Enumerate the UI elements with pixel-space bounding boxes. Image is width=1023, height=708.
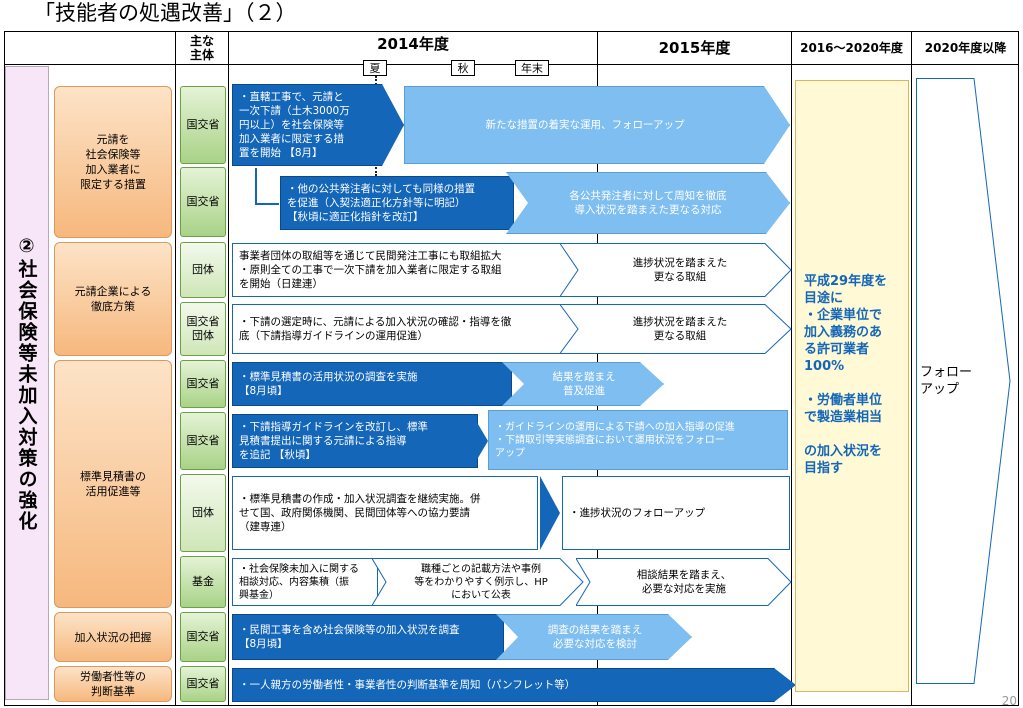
follow-up-label: フォロー アップ — [920, 365, 973, 397]
row8-2015-chevron — [576, 558, 792, 606]
col-divider-2016 — [791, 31, 792, 706]
row4-2015-text: 進捗状況を踏まえた 更なる取組 — [632, 316, 728, 342]
target-goal-box: 平成29年度を 目途に ・企業単位で 加入義務のあ る許可業者 100% ・労働… — [795, 80, 909, 692]
row9-2015-followup: 調査の結果を踏まえ 必要な対応を検討 — [496, 614, 692, 660]
row3-2015-text: 進捗状況を踏まえた 更なる取組 — [632, 257, 728, 283]
section-title: ②社会保険等未加入対策の強化 — [5, 66, 49, 700]
row5-2015-followup: 結果を踏まえ 普及促進 — [502, 362, 664, 406]
marker-year-end: 年末 — [515, 60, 549, 76]
header-2014: 2014年度 — [377, 34, 449, 53]
header-subject: 主な 主体 — [189, 33, 214, 62]
row4-2015-chevron — [560, 304, 792, 354]
col-divider-subject — [175, 31, 176, 706]
row6-2014-action: ・下請指導ガイドラインを改訂し、標準 見積書提出に関する元請による指導 を追記 … — [232, 414, 478, 468]
agency-row-8: 基金 — [180, 556, 226, 608]
row5-2014-action: ・標準見積書の活用状況の調査を実施 【8月頃】 — [232, 362, 512, 406]
row2-connector-horizontal — [255, 203, 279, 205]
follow-up-arrow — [916, 78, 1011, 684]
row8-publish-text: 職種ごとの記載方法や事例 等をわかりやすく例示し、HP において公表 — [414, 563, 548, 601]
row4-2014-action: ・下請の選定時に、元請による加入状況の確認・指導を徹 底（下請指導ガイドラインの… — [232, 304, 572, 354]
header-2020-later: 2020年度以降 — [924, 41, 1007, 55]
table-frame — [4, 31, 1019, 706]
marker-summer: 夏 — [363, 60, 387, 76]
category-enrollment-status: 加入状況の把握 — [54, 612, 172, 662]
col-divider-2020 — [911, 31, 912, 706]
row3-2015-chevron — [560, 243, 792, 297]
col-divider-2014 — [228, 31, 229, 706]
header-2015: 2015年度 — [658, 39, 731, 57]
row2-connector-vertical — [255, 168, 257, 204]
agency-row-7: 団体 — [180, 474, 226, 552]
row9-2014-action: ・民間工事を含め社会保険等の加入状況を調査 【8月頃】 — [232, 614, 504, 660]
row8-publish-chevron — [372, 558, 584, 606]
agency-row-3: 団体 — [180, 242, 226, 298]
agency-row-10: 国交省 — [180, 666, 226, 702]
row2-2014-action: ・他の公共発注者に対しても同様の措置 を促進（入契法適正化方針等に明記） 【秋頃… — [280, 176, 514, 230]
agency-row-4: 国交省 団体 — [180, 302, 226, 356]
row8-2014-consulting: ・社会保険未加入に関する 相談対応、内容集積（振 興基金） — [232, 558, 378, 606]
agency-row-5: 国交省 — [180, 360, 226, 408]
agency-row-1: 国交省 — [180, 86, 226, 164]
agency-row-2: 国交省 — [180, 167, 226, 237]
page-number: 20 — [1001, 694, 1017, 708]
agency-row-9: 国交省 — [180, 612, 226, 662]
row8-2015-text: 相談結果を踏まえ、 必要な対応を実施 — [636, 569, 732, 595]
row6-2015-followup: ・ガイドラインの運用による下請への加入指導の促進 ・下請取引等実態調査において運… — [488, 410, 788, 470]
category-contractor-limit: 元請を 社会保険等 加入業者に 限定する措置 — [54, 86, 172, 238]
header-2016-2020: 2016～2020年度 — [800, 41, 903, 55]
agency-row-6: 国交省 — [180, 412, 226, 470]
row3-2014-action: 事業者団体の取組等を通じて民間発注工事にも取組拡大 ・原則全ての工事で一次下請を… — [232, 243, 572, 297]
row1-2015-followup: 新たな措置の着実な運用、フォローアップ — [404, 86, 790, 164]
row7-2015-followup: ・進捗状況のフォローアップ — [562, 476, 790, 550]
page-title: 「技能者の処遇改善」（２） — [34, 1, 297, 25]
category-contractor-enforcement: 元請企業による 徹底方策 — [54, 242, 172, 356]
row1-2014-action: ・直轄工事で、元請と 一次下請（土木3000万 円以上）を社会保険等 加入業者に… — [232, 84, 404, 166]
row7-2014-action: ・標準見積書の作成・加入状況調査を継続実施。併 せて国、政府関係機関、民間団体等… — [232, 476, 538, 550]
marker-autumn: 秋 — [451, 60, 475, 76]
header-divider — [4, 64, 1019, 65]
row10-criteria-notice: ・一人親方の労働者性・事業者性の判断基準を周知（パンフレット等） — [232, 668, 796, 702]
category-worker-criteria: 労働者性等の 判断基準 — [54, 666, 172, 702]
category-standard-estimate: 標準見積書の 活用促進等 — [54, 360, 172, 608]
row2-2015-followup: 各公共発注者に対して周知を徹底 導入状況を踏まえた更なる対応 — [506, 172, 790, 234]
